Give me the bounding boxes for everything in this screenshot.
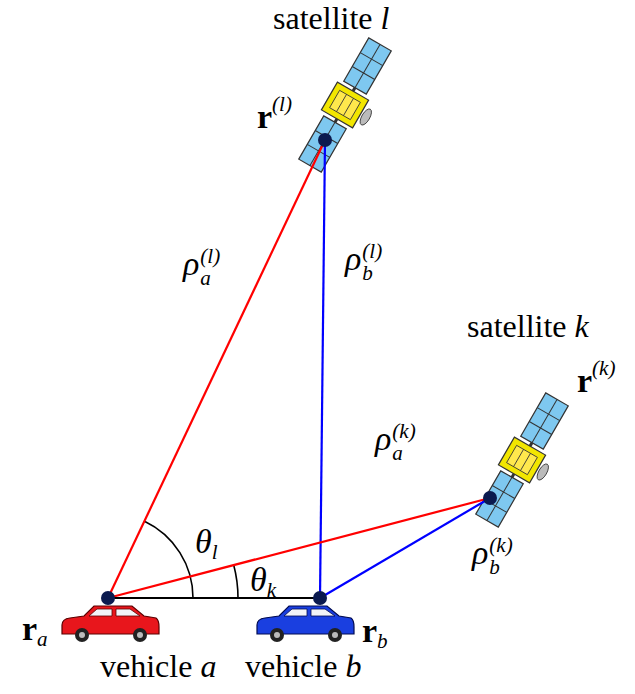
text-part: ρ bbox=[375, 420, 391, 457]
subscript: b bbox=[377, 629, 388, 653]
script-pair: b(k) bbox=[489, 534, 512, 578]
node-label: rb bbox=[362, 614, 388, 652]
text-part: r bbox=[22, 610, 37, 647]
text-part: a bbox=[200, 648, 216, 684]
range-line bbox=[108, 140, 325, 598]
subscript: a bbox=[200, 267, 220, 289]
superscript: (k) bbox=[392, 420, 415, 442]
satellite-node: satellite kr(k) bbox=[455, 308, 630, 498]
text-part: vehicle bbox=[100, 648, 200, 684]
text-part: r bbox=[257, 98, 272, 135]
text-part: vehicle bbox=[245, 648, 345, 684]
car-icon bbox=[62, 606, 159, 642]
superscript: (k) bbox=[489, 534, 512, 556]
position-dot bbox=[101, 591, 115, 605]
position-dot bbox=[313, 591, 327, 605]
subscript: k bbox=[267, 578, 276, 602]
node-label: r(l) bbox=[257, 94, 292, 134]
node-label: r(k) bbox=[577, 358, 616, 398]
superscript: (l) bbox=[362, 240, 382, 262]
vehicle-node: rbvehicle b bbox=[240, 598, 430, 690]
superscript: (l) bbox=[272, 92, 292, 116]
text-part: r bbox=[577, 362, 592, 399]
range-label: ρb(l) bbox=[345, 240, 382, 284]
superscript: (k) bbox=[592, 356, 615, 380]
text-part: θ bbox=[195, 523, 212, 560]
subscript: a bbox=[37, 627, 48, 651]
position-dot bbox=[483, 491, 497, 505]
range-label: ρa(l) bbox=[183, 245, 220, 289]
text-part: satellite bbox=[273, 0, 381, 36]
range-line bbox=[320, 498, 490, 598]
text-part: l bbox=[381, 0, 390, 36]
script-pair: a(l) bbox=[200, 245, 220, 289]
subscript: a bbox=[392, 442, 415, 464]
satellite-icon bbox=[294, 35, 404, 179]
subscript: b bbox=[489, 556, 512, 578]
text-part: satellite bbox=[467, 308, 575, 344]
script-pair: b(l) bbox=[362, 240, 382, 284]
angle-arc bbox=[234, 565, 238, 598]
range-label: ρb(k) bbox=[472, 534, 513, 578]
text-part: b bbox=[345, 648, 361, 684]
text-part: k bbox=[575, 308, 589, 344]
text-part: ρ bbox=[345, 240, 361, 277]
car-icon bbox=[257, 606, 354, 642]
script-pair: a(k) bbox=[392, 420, 415, 464]
node-label: satellite l bbox=[273, 2, 389, 34]
text-part: r bbox=[362, 612, 377, 649]
satellite-node: satellite l r(l) bbox=[235, 2, 425, 140]
subscript: b bbox=[362, 262, 382, 284]
node-label: vehicle b bbox=[245, 650, 361, 682]
node-label: ra bbox=[22, 612, 48, 650]
angle-label: θk bbox=[250, 563, 276, 601]
node-label: vehicle a bbox=[100, 650, 216, 682]
text-part: ρ bbox=[472, 534, 488, 571]
range-line bbox=[108, 498, 490, 598]
subscript: l bbox=[212, 540, 218, 564]
satellite-icon bbox=[471, 390, 581, 534]
position-dot bbox=[318, 133, 332, 147]
superscript: (l) bbox=[200, 245, 220, 267]
text-part: θ bbox=[250, 561, 267, 598]
angle-label: θl bbox=[195, 525, 218, 563]
range-line bbox=[320, 140, 325, 598]
range-label: ρa(k) bbox=[375, 420, 416, 464]
text-part: ρ bbox=[183, 245, 199, 282]
node-label: satellite k bbox=[467, 310, 589, 342]
vehicle-node: ravehicle a bbox=[12, 598, 232, 690]
baseline bbox=[108, 597, 320, 599]
